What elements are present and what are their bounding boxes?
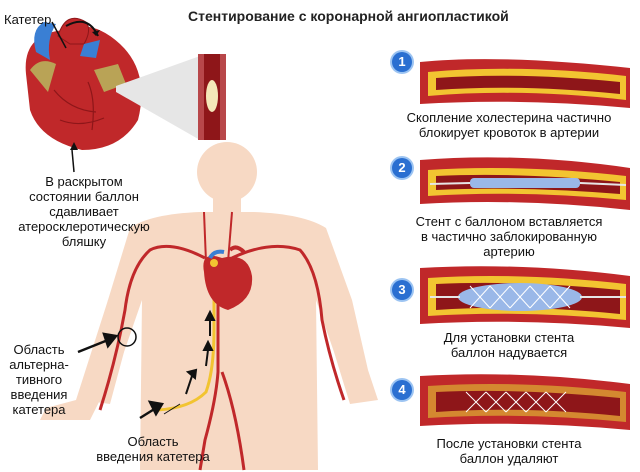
- step-1-line1: Скопление холестерина частично: [406, 110, 612, 125]
- alt-site-line1: Область: [13, 342, 65, 357]
- step-3-line2: баллон надувается: [450, 345, 568, 360]
- catheter-line: [157, 292, 216, 412]
- heart-small: [203, 245, 253, 310]
- step-2-line2: в частично заблокированную: [420, 229, 598, 244]
- step-2-line1: Стент с баллоном вставляется: [415, 214, 603, 229]
- zoom-projection: [116, 56, 200, 140]
- step-2-line3: артерию: [483, 244, 535, 259]
- alt-site-line5: катетера: [12, 402, 66, 417]
- label-arrows: [77, 332, 165, 420]
- alt-site-caption: Область альтерна- тивного введения катет…: [4, 342, 74, 417]
- catheter-pointer: [51, 21, 67, 49]
- alt-site-line3: тивного: [15, 372, 63, 387]
- step-4-line2: баллон удаляют: [459, 451, 559, 466]
- step-caption-4: После установки стента баллон удаляют: [384, 436, 634, 466]
- heart-large: [25, 17, 142, 150]
- alt-site-line2: альтерна-: [9, 357, 69, 372]
- step-4-line1: После установки стента: [436, 436, 582, 451]
- step-caption-3: Для установки стента баллон надувается: [384, 330, 634, 360]
- balloon-caption-line5: бляшку: [61, 234, 107, 249]
- diagram-title: Стентирование с коронарной ангиопластико…: [188, 8, 509, 24]
- step-artery-3: [420, 266, 630, 328]
- step-artery-4: [420, 374, 630, 430]
- step-badge-1: 1: [392, 52, 412, 72]
- step-caption-2: Стент с баллоном вставляется в частично …: [384, 214, 634, 259]
- balloon-caption-line1: В раскрытом: [45, 174, 123, 189]
- catheter-label: Катетер: [4, 12, 52, 27]
- catheter-arrows: [185, 309, 216, 395]
- step-artery-2: [420, 157, 630, 210]
- vessel-closeup: [198, 54, 226, 140]
- alt-site-circle: [117, 327, 137, 347]
- entry-site-line2: введения катетера: [96, 449, 210, 464]
- step-badge-2: 2: [392, 158, 412, 178]
- balloon-caption: В раскрытом состоянии баллон сдавливает …: [2, 174, 166, 249]
- balloon-caption-line4: атеросклеротическую: [18, 219, 150, 234]
- step-badge-3: 3: [392, 280, 412, 300]
- step-caption-1: Скопление холестерина частично блокирует…: [384, 110, 634, 140]
- step-1-line2: блокирует кровоток в артерии: [418, 125, 600, 140]
- step-3-line1: Для установки стента: [443, 330, 575, 345]
- entry-site-line1: Область: [127, 434, 179, 449]
- entry-site-caption: Область введения катетера: [86, 434, 220, 464]
- alt-site-line4: введения: [10, 387, 68, 402]
- balloon-caption-line3: сдавливает: [49, 204, 119, 219]
- body-arteries: [98, 211, 346, 471]
- step-badge-4: 4: [392, 380, 412, 400]
- balloon-caption-line2: состоянии баллон: [29, 189, 139, 204]
- step-artery-1: [420, 59, 630, 108]
